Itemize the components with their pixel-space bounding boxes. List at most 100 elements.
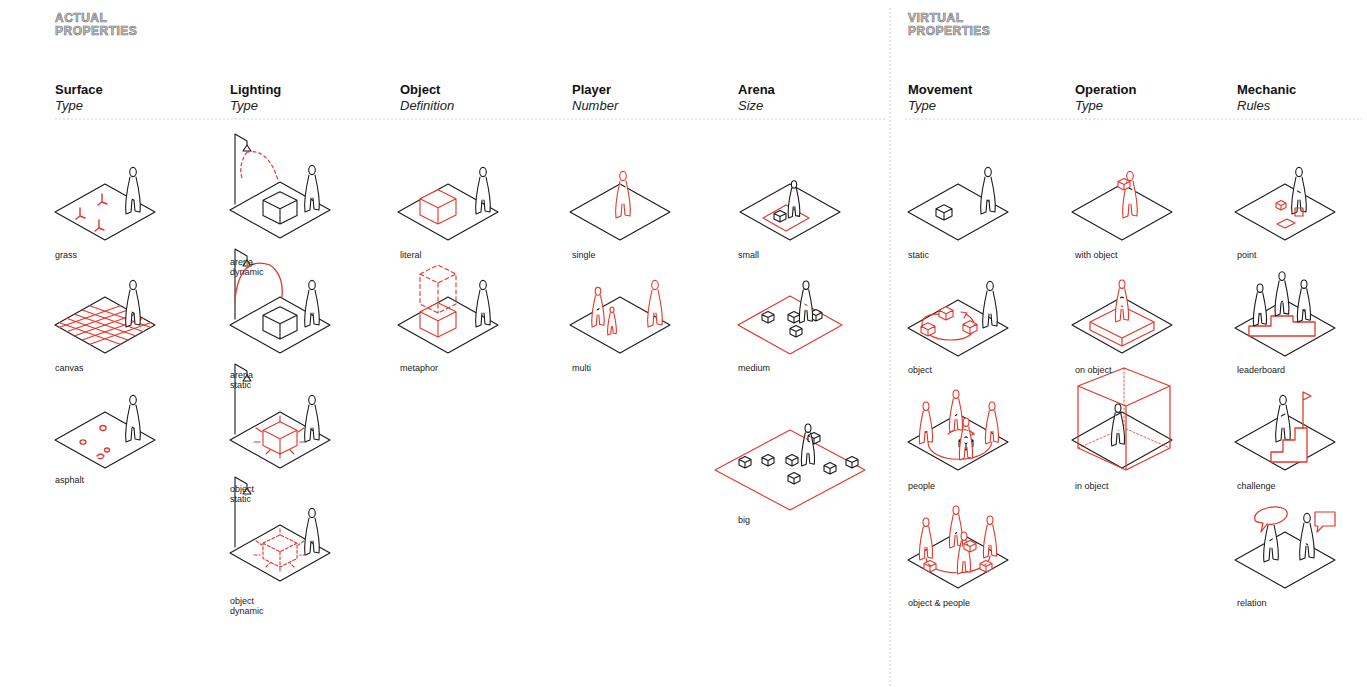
person-head (953, 390, 959, 398)
ground-tile (398, 184, 498, 240)
sketch-line (300, 554, 306, 555)
sketch-line (762, 312, 774, 323)
item-caption: literal (400, 250, 422, 260)
column-heading: Player (572, 83, 611, 98)
sketch-line (985, 411, 998, 444)
ground-tile (1072, 412, 1172, 468)
asphalt-mark (100, 426, 106, 431)
person-head (652, 280, 659, 289)
ground-tile (1235, 184, 1335, 240)
item-caption: point (1237, 250, 1257, 260)
sketch-line (939, 307, 953, 320)
sketch-line (254, 441, 260, 442)
sketch-line (788, 473, 800, 484)
column-heading: Mechanic (1237, 83, 1296, 98)
item-caption: object & people (908, 598, 970, 608)
header-rule (55, 119, 885, 120)
sketch-line (1115, 289, 1128, 322)
person-head (1280, 395, 1287, 404)
person-head (987, 516, 993, 524)
column-subheading: Definition (400, 99, 454, 114)
sketch-line (786, 455, 798, 466)
sketch-line (963, 321, 977, 334)
sketch-line (126, 290, 141, 327)
person-head (803, 281, 809, 289)
sketch-line (799, 290, 812, 323)
sketch-line (59, 306, 121, 328)
ground-tile (570, 297, 670, 353)
sketch-line (919, 411, 932, 444)
sketch-line (1277, 208, 1303, 228)
item-caption: single (572, 250, 596, 260)
column-subheading: Rules (1237, 99, 1270, 114)
sketch-line (1078, 368, 1170, 470)
sketch-line (739, 457, 751, 468)
sketch-line (980, 561, 992, 572)
sketch-line (254, 554, 260, 555)
item-caption: with object (1075, 250, 1118, 260)
column-subheading: Type (908, 99, 936, 114)
sketch-line (76, 208, 85, 219)
ground-tile (1072, 297, 1172, 353)
sketch-line (266, 563, 270, 567)
column-heading: Object (400, 83, 440, 98)
sketch-line (305, 175, 320, 212)
person-head (480, 167, 487, 176)
person-head (1301, 280, 1307, 288)
sketch-line (476, 177, 491, 214)
sketch-line (774, 211, 786, 222)
item-caption: object static (230, 484, 272, 505)
sketch-line (241, 152, 247, 178)
item-caption: small (738, 250, 759, 260)
sketch-line (762, 455, 774, 466)
person-head (923, 518, 929, 526)
item-caption: relation (1237, 598, 1267, 608)
person-head (1115, 404, 1121, 412)
item-caption: object dynamic (230, 596, 272, 617)
person-head (620, 171, 627, 180)
column-heading: Lighting (230, 83, 281, 98)
item-caption: on object (1075, 365, 1112, 375)
item-caption: big (738, 515, 750, 525)
person-head (1304, 513, 1311, 522)
item-caption: medium (738, 363, 770, 373)
ground-tile (715, 430, 865, 510)
column-subheading: Number (572, 99, 618, 114)
section-heading: VIRTUAL PROPERTIES (908, 12, 978, 38)
person-head (1119, 280, 1125, 288)
item-caption: asphalt (55, 475, 84, 485)
item-caption: people (908, 481, 935, 491)
sketch-line (1297, 289, 1310, 322)
column-subheading: Type (1075, 99, 1103, 114)
sketch-line (95, 220, 104, 231)
item-caption: grass (55, 250, 77, 260)
sketch-line (1315, 512, 1335, 532)
item-caption: canvas (55, 363, 84, 373)
sketch-line (801, 433, 814, 466)
person-head (1257, 284, 1263, 292)
person-head (130, 280, 137, 289)
person-head (130, 167, 137, 176)
sketch-line (59, 322, 121, 344)
sketch-line (235, 134, 247, 204)
sketch-line (1276, 405, 1291, 442)
person-head (480, 280, 487, 289)
item-caption: arena static (230, 370, 272, 391)
ground-tile (398, 297, 498, 353)
item-caption: leaderboard (1237, 365, 1285, 375)
sketch-line (824, 463, 836, 474)
item-caption: challenge (1237, 481, 1276, 491)
sketch-line (924, 561, 936, 572)
sketch-line (305, 405, 320, 442)
asphalt-mark (80, 440, 86, 444)
sketch-line (263, 535, 297, 567)
person-head (130, 395, 137, 404)
person-head (961, 532, 967, 540)
sketch-line (1271, 428, 1307, 462)
person-head (953, 506, 959, 514)
column-heading: Movement (908, 83, 972, 98)
sketch-line (592, 296, 604, 327)
sketch-line (266, 450, 270, 454)
sketch-line (846, 457, 858, 468)
